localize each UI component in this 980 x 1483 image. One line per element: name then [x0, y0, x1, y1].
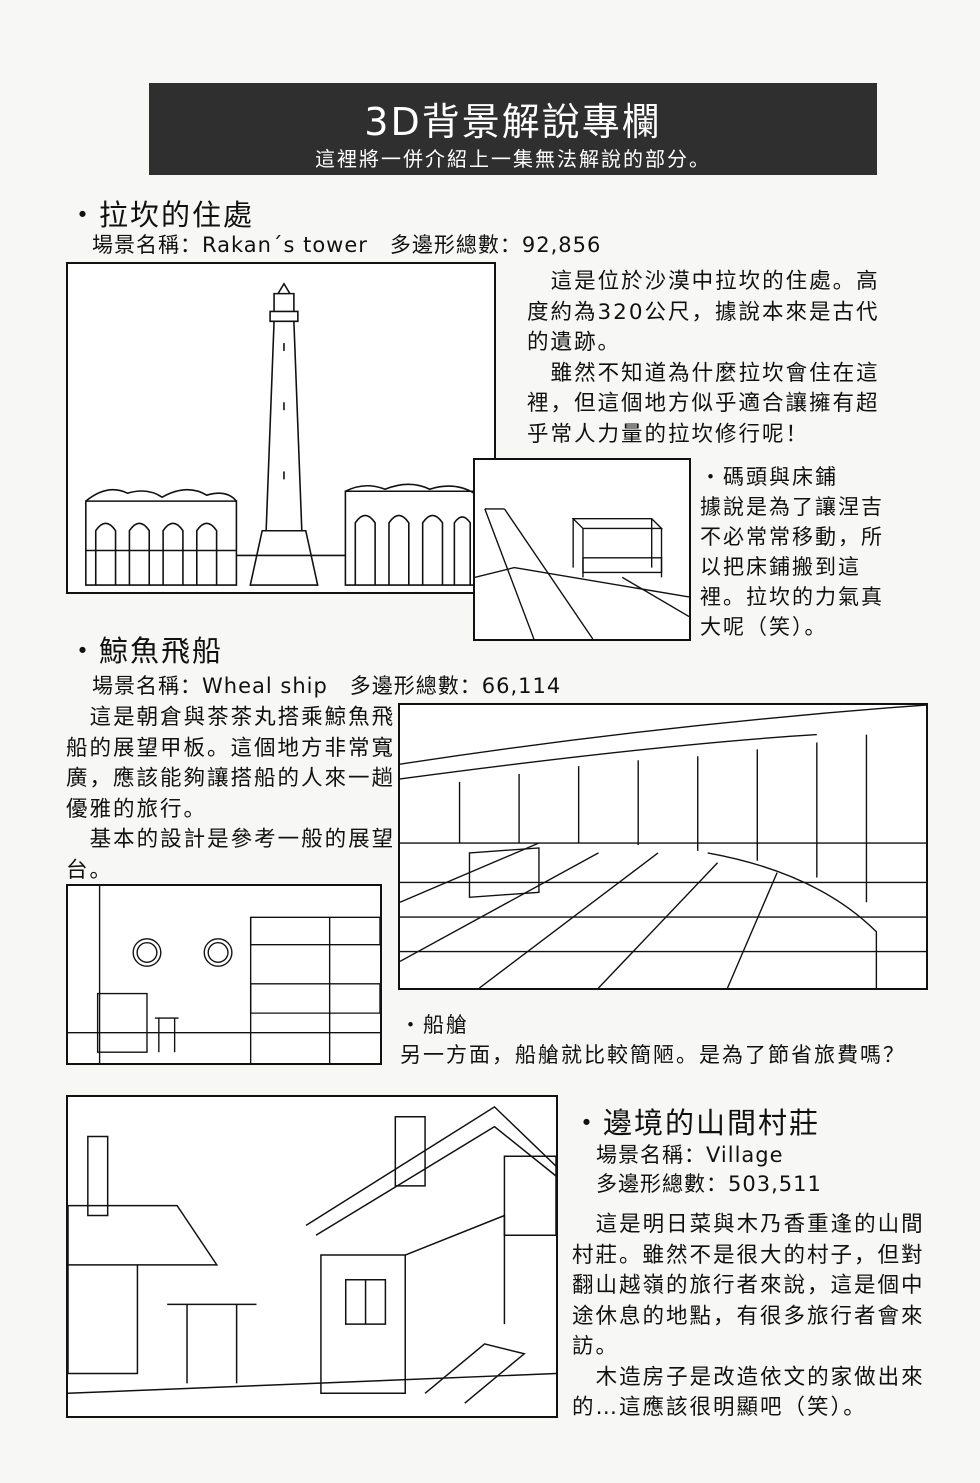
column-subtitle: 這裡將一併介紹上一集無法解說的部分。 [315, 147, 711, 171]
caption-dock-bed: ・碼頭與床鋪 據說是為了讓涅吉不必常常移動，所以把床鋪搬到這裡。拉坎的力氣真大呢… [700, 462, 900, 642]
description-rakan: 這是位於沙漠中拉坎的住處。高度約為320公尺，據說本來是古代的遺跡。 雖然不知道… [527, 267, 887, 450]
scene-meta-whale-ship: 場景名稱：Wheal ship 多邊形總數：66,114 [92, 674, 562, 698]
cabin-illustration [66, 884, 382, 1065]
caption-title: ・碼頭與床鋪 [700, 465, 838, 489]
caption-text: 另一方面，船艙就比較簡陋。是為了節省旅費嗎？ [400, 1043, 906, 1067]
dock-bed-illustration [473, 458, 691, 641]
paragraph: 雖然不知道為什麼拉坎會住在這裡，但這個地方似乎適合讓擁有超乎常人力量的拉坎修行呢… [527, 360, 880, 447]
paragraph: 木造房子是改造依文的家做出來的…這應該很明顯吧（笑）。 [572, 1364, 925, 1421]
tower-illustration [66, 262, 496, 594]
section-heading-village: ・邊境的山間村莊 [572, 1106, 821, 1140]
section-heading-whale-ship: ・鯨魚飛船 [68, 634, 224, 668]
paragraph: 這是位於沙漠中拉坎的住處。高度約為320公尺，據說本來是古代的遺跡。 [527, 269, 880, 355]
column-header: 3D背景解說專欄 這裡將一併介紹上一集無法解說的部分。 [149, 83, 877, 175]
observation-deck-illustration [398, 703, 928, 990]
section-heading-rakan: ・拉坎的住處 [68, 198, 255, 232]
paragraph: 這是明日菜與木乃香重逢的山間村莊。雖然不是很大的村子，但對翻山越嶺的旅行者來說，… [572, 1212, 925, 1359]
column-title: 3D背景解說專欄 [364, 100, 662, 144]
description-village: 這是明日菜與木乃香重逢的山間村莊。雖然不是很大的村子，但對翻山越嶺的旅行者來說，… [572, 1210, 944, 1424]
paragraph: 這是朝倉與茶茶丸搭乘鯨魚飛船的展望甲板。這個地方非常寬廣，應該能夠讓搭船的人來一… [66, 705, 396, 822]
paragraph: 基本的設計是參考一般的展望台。 [66, 827, 396, 883]
polygon-count-village: 多邊形總數：503,511 [596, 1172, 822, 1196]
village-illustration [66, 1095, 558, 1418]
caption-cabin: ・船艙 另一方面，船艙就比較簡陋。是為了節省旅費嗎？ [400, 1010, 960, 1070]
scene-meta-village: 場景名稱：Village [596, 1143, 784, 1167]
caption-text: 據說是為了讓涅吉不必常常移動，所以把床鋪搬到這裡。拉坎的力氣真大呢（笑）。 [700, 495, 884, 639]
caption-title: ・船艙 [400, 1013, 469, 1037]
scene-meta-rakan: 場景名稱：Rakan´s tower 多邊形總數：92,856 [92, 233, 602, 257]
description-whale-ship: 這是朝倉與茶茶丸搭乘鯨魚飛船的展望甲板。這個地方非常寬廣，應該能夠讓搭船的人來一… [66, 703, 396, 886]
